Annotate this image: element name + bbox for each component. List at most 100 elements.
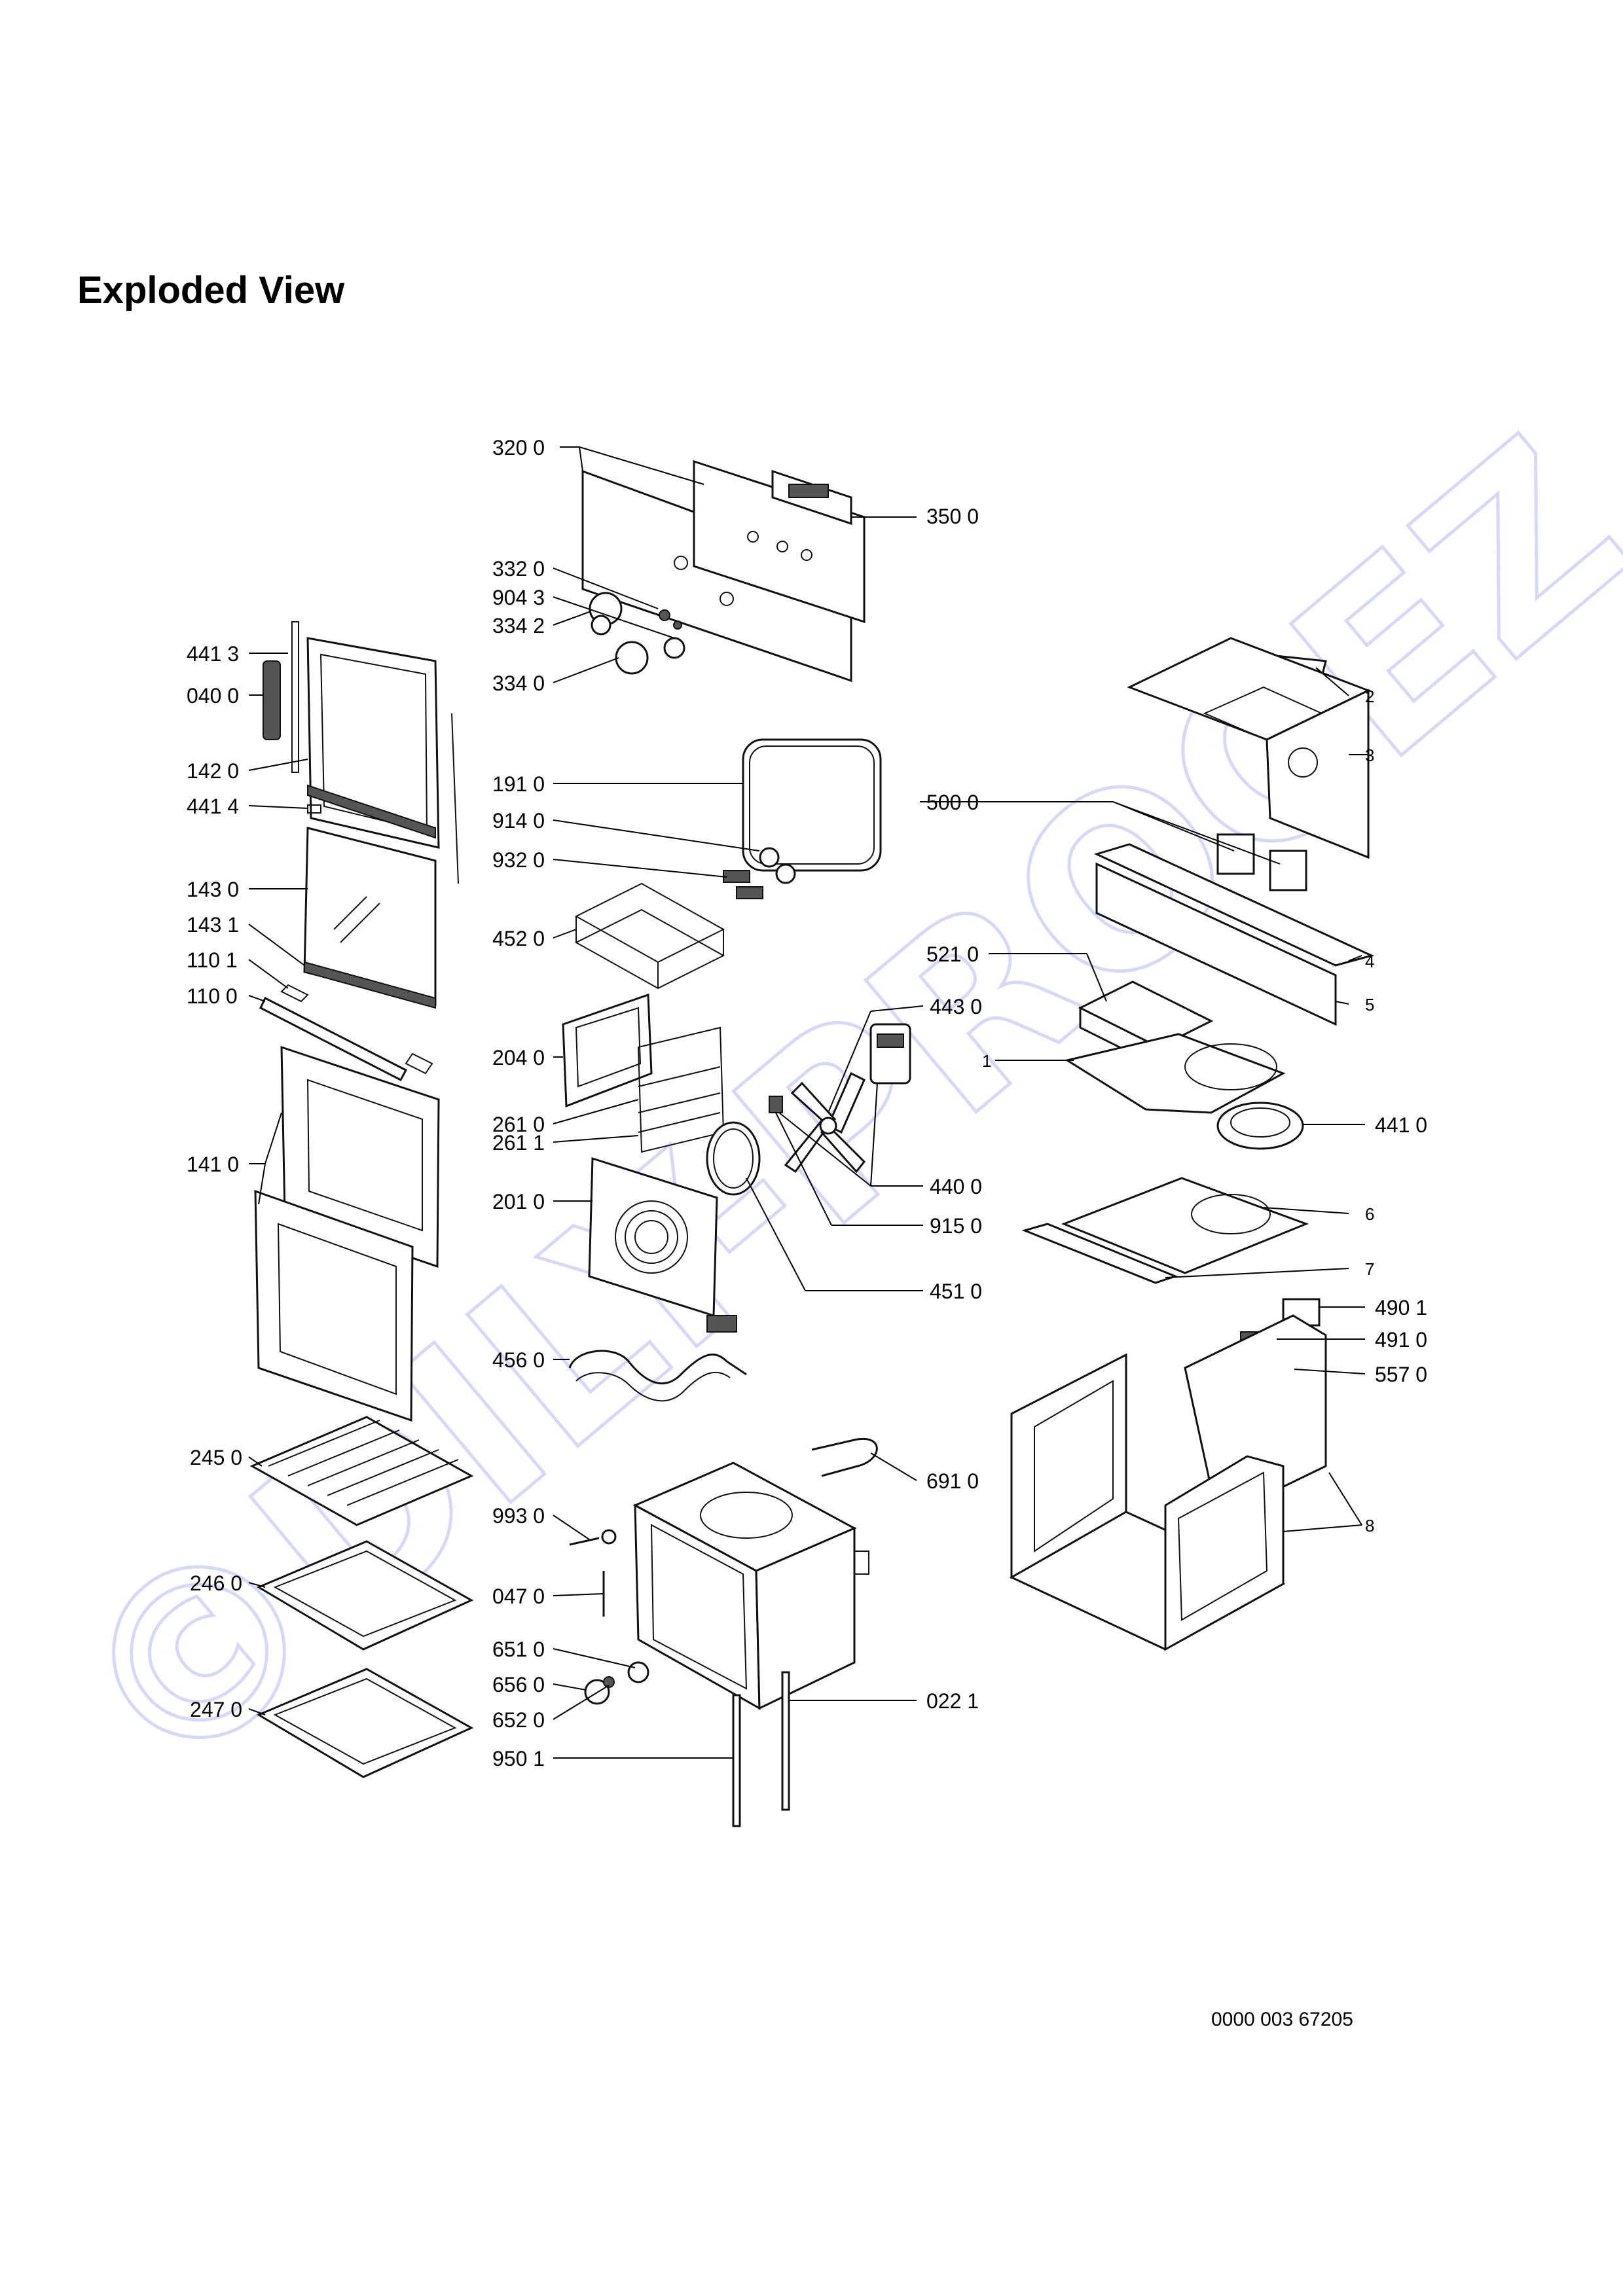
- part-332-0: [659, 609, 670, 621]
- callout-932-0: 932 0: [492, 848, 545, 872]
- callout-652-0: 652 0: [492, 1708, 545, 1732]
- part-261-1: [638, 1112, 721, 1133]
- part-440-0: [784, 1071, 866, 1174]
- part-5: [1095, 862, 1337, 1026]
- callout-491-0: 491 0: [1375, 1328, 1427, 1352]
- part-191-0: [742, 738, 882, 872]
- part-6: [1061, 1177, 1309, 1274]
- callout-915-0: 915 0: [930, 1214, 982, 1238]
- callout-441-3: 441 3: [187, 642, 239, 666]
- callout-441-0: 441 0: [1375, 1113, 1427, 1137]
- part-993-0: [569, 1537, 600, 1546]
- callout-456-0: 456 0: [492, 1348, 545, 1372]
- part-7: [1021, 1223, 1178, 1284]
- part-441-3: [291, 621, 299, 773]
- part-914-0: [759, 847, 780, 868]
- callout-201-0: 201 0: [492, 1190, 545, 1213]
- callout-7: 7: [1365, 1259, 1374, 1279]
- callout-451-0: 451 0: [930, 1280, 982, 1303]
- part-441-4: [307, 784, 436, 839]
- door-assembly: [254, 621, 459, 1422]
- part-142-0: [306, 637, 440, 849]
- part-110-1: [280, 984, 309, 1003]
- callout-993-0: 993 0: [492, 1504, 545, 1528]
- callout-334-0: 334 0: [492, 672, 545, 695]
- part-143-0: [303, 827, 437, 1006]
- callout-320-0: 320 0: [492, 436, 545, 459]
- part-441-0: [1216, 1102, 1304, 1150]
- right-assembly: [1009, 637, 1375, 1651]
- callout-4: 4: [1365, 952, 1374, 971]
- callout-261-0: 261 0: [492, 1113, 545, 1136]
- callout-110-0: 110 0: [187, 984, 238, 1008]
- callout-950-1: 950 1: [492, 1747, 545, 1770]
- part-443-0: [869, 1023, 911, 1085]
- page-title: Exploded View: [77, 269, 345, 312]
- part-143-1: [304, 961, 436, 1009]
- callout-334-2: 334 2: [492, 614, 545, 637]
- part-915-0: [769, 1096, 783, 1113]
- oven-cavity: [569, 1437, 878, 1827]
- callout-443-0: 443 0: [930, 995, 982, 1018]
- callout-490-1: 490 1: [1375, 1296, 1427, 1319]
- callout-441-4: 441 4: [187, 795, 239, 818]
- callout-141-0: 141 0: [187, 1153, 239, 1176]
- callout-6: 6: [1365, 1204, 1374, 1224]
- callout-1: 1: [982, 1051, 991, 1071]
- callout-143-1: 143 1: [187, 913, 239, 937]
- callout-143-0: 143 0: [187, 878, 239, 901]
- part-652-0: [603, 1676, 615, 1688]
- callout-022-1: 022 1: [926, 1689, 979, 1713]
- callout-labels: 320 0 350 0 332 0 904 3 334 2 334 0 441 …: [187, 436, 1427, 1770]
- callout-245-0: 245 0: [190, 1446, 242, 1469]
- part-022-1: [781, 1671, 790, 1811]
- part-1: [1065, 1033, 1286, 1114]
- callout-691-0: 691 0: [926, 1469, 979, 1493]
- part-950-1: [732, 1694, 741, 1827]
- part-4: [1093, 843, 1375, 967]
- document-code: 0000 003 67205: [1211, 2009, 1353, 2030]
- callout-110-1: 110 1: [187, 948, 238, 972]
- callout-350-0: 350 0: [926, 505, 979, 528]
- cavity-parts: [562, 738, 911, 1402]
- part-246-0: [256, 1540, 474, 1651]
- part-691-0: [811, 1437, 878, 1477]
- callout-3: 3: [1365, 745, 1374, 765]
- part-204-0: [562, 993, 653, 1108]
- part-8-right: [1164, 1455, 1285, 1651]
- callout-452-0: 452 0: [492, 927, 545, 950]
- callout-651-0: 651 0: [492, 1638, 545, 1661]
- callout-656-0: 656 0: [492, 1673, 545, 1696]
- part-141-0-inner: [280, 1045, 440, 1268]
- part-110-0: [259, 996, 408, 1082]
- callout-261-1: 261 1: [492, 1131, 545, 1155]
- callout-8: 8: [1365, 1516, 1374, 1535]
- part-904-3: [663, 637, 685, 659]
- callout-047-0: 047 0: [492, 1585, 545, 1608]
- callout-204-0: 204 0: [492, 1046, 545, 1069]
- part-452-0: [574, 882, 725, 963]
- callout-247-0: 247 0: [190, 1698, 242, 1721]
- callout-557-0: 557 0: [1375, 1363, 1427, 1386]
- callout-914-0: 914 0: [492, 809, 545, 833]
- trays: [249, 1416, 474, 1778]
- part-141-0-outer: [254, 1189, 414, 1422]
- callout-246-0: 246 0: [190, 1571, 242, 1595]
- part-247-0: [256, 1668, 474, 1778]
- part-456-0: [568, 1350, 747, 1385]
- callout-500-0: 500 0: [926, 791, 979, 814]
- callout-521-0: 521 0: [926, 942, 979, 966]
- part-334-2: [615, 641, 649, 675]
- part-451-0: [706, 1121, 761, 1196]
- part-651-0: [627, 1661, 649, 1683]
- callout-332-0: 332 0: [492, 557, 545, 581]
- callout-440-0: 440 0: [930, 1175, 982, 1198]
- callout-5: 5: [1365, 995, 1374, 1014]
- callout-904-3: 904 3: [492, 586, 545, 609]
- callout-2: 2: [1365, 687, 1374, 706]
- leader-lines: [248, 446, 1368, 1759]
- part-040-0: [263, 660, 281, 740]
- part-932-0: [723, 870, 750, 883]
- control-panel-assembly: [581, 459, 866, 683]
